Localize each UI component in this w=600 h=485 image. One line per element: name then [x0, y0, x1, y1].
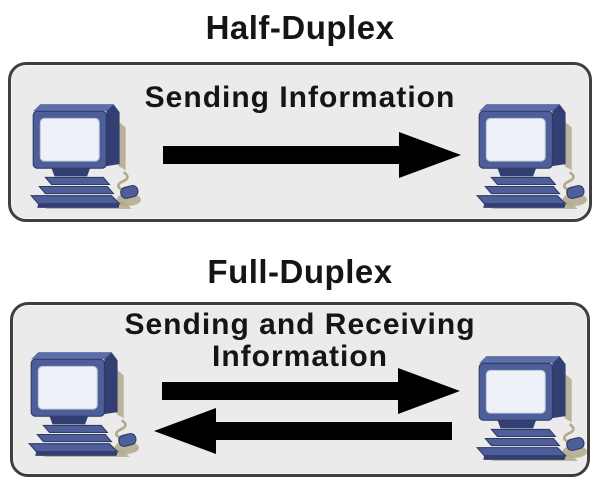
- computer-icon: [469, 99, 591, 211]
- full-duplex-label-line1: Sending and Receiving: [124, 308, 476, 341]
- arrow-right-icon: [163, 129, 461, 181]
- computer-icon: [21, 347, 143, 459]
- arrow-left-icon: [151, 405, 455, 457]
- full-duplex-title: Full-Duplex: [207, 253, 393, 290]
- full-duplex-box: Sending and Receiving Information: [10, 302, 590, 477]
- half-duplex-label: Sending Information: [144, 81, 456, 114]
- full-duplex-label-line2: Information: [212, 340, 388, 373]
- half-duplex-box: Sending Information: [8, 62, 592, 222]
- half-duplex-title: Half-Duplex: [205, 9, 395, 46]
- full-duplex-label: Sending and Receiving Information: [13, 309, 587, 373]
- computer-icon: [23, 99, 145, 211]
- computer-icon: [469, 351, 591, 463]
